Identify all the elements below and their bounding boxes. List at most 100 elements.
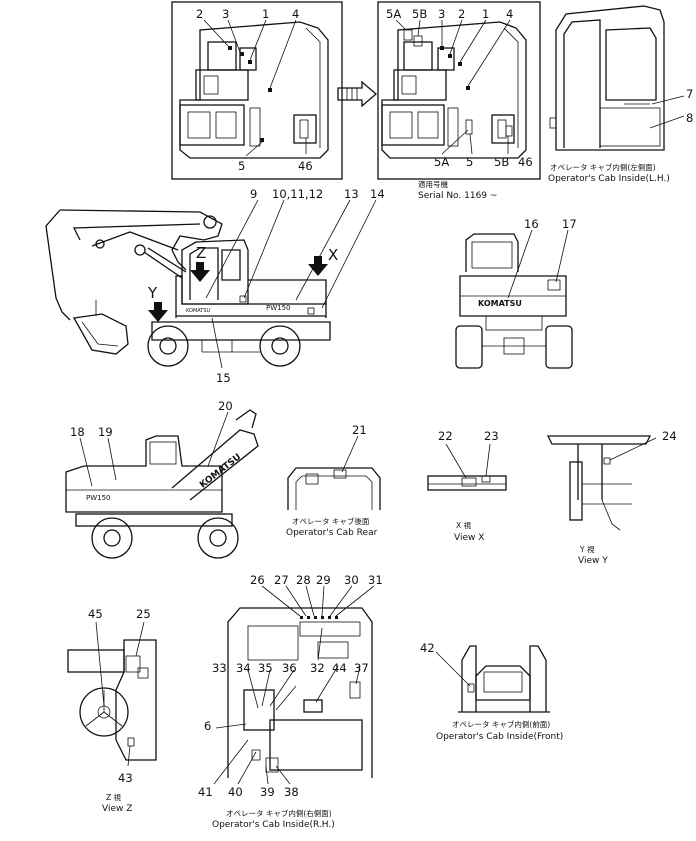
front-wheel [91,517,133,559]
upper-structure [175,275,327,305]
callout: 41 [198,785,213,799]
view-z-arrow-icon: Z [190,244,210,282]
callout: 10,11,12 [272,187,323,201]
callout: 17 [562,217,577,231]
cab-rear-view: 21 オペレータ キャブ後面 Operator's Cab Rear [286,423,381,538]
callout: 45 [88,607,103,621]
callout: 6 [204,719,211,733]
callout: 34 [236,661,251,675]
callout: 25 [136,607,151,621]
callout: 13 [344,187,359,201]
rear-wheel-right [545,325,573,369]
callout: 38 [284,785,299,799]
callout: 31 [368,573,383,587]
rear-wheel-left [455,325,483,369]
callout: 44 [332,661,347,675]
transition-arrow-icon [337,80,377,108]
callout: 43 [118,771,133,785]
cab-outline [381,21,527,159]
chassis [151,321,331,341]
view-z-column [115,639,157,761]
callout: 7 [686,87,693,101]
caption-jp: オペレータ キャブ内側(右側面) [226,808,332,818]
cab-rear-outline [287,467,381,510]
view-x-body [427,475,507,491]
callout: 46 [518,155,533,169]
cab-inside-lh-view: 7 8 オペレータ キャブ内側(左側面) Operator's Cab Insi… [548,5,693,184]
console [179,104,245,146]
caption: View X [454,533,484,543]
cab-inside-front-view: 42 オペレータ キャブ内側(前面) Operator's Cab Inside… [420,641,563,742]
caption: Operator's Cab Inside(L.H.) [548,174,670,184]
callout: 9 [250,187,257,201]
caption: Operator's Cab Inside(Front) [436,732,563,742]
callout: 26 [250,573,265,587]
callout: 5 [238,159,245,173]
svg-text:Z: Z [196,244,206,262]
rear-counterweight [459,275,567,317]
cab-pillar [305,27,321,148]
callout: 4 [506,7,513,21]
callout: 18 [70,425,85,439]
callout: 40 [228,785,243,799]
callout: 15 [216,371,231,385]
svg-text:Y: Y [147,284,158,302]
caption-jp: Z 視 [106,793,122,802]
callout: 42 [420,641,435,655]
callout: 37 [354,661,369,675]
caption: Operator's Cab Inside(R.H.) [212,820,335,830]
callout: 22 [438,429,453,443]
caption: View Y [578,556,608,566]
callout: 8 [686,111,693,125]
callout: 36 [282,661,297,675]
caption-jp: オペレータ キャブ後面 [292,516,370,526]
view-y-arrow-icon: Y [147,284,168,322]
rear-wheel [259,325,301,367]
rear-wheel [197,517,239,559]
brand-text: KOMATSU [198,452,243,490]
caption-jp: Y 視 [579,545,595,554]
callout: 2 [196,7,203,21]
callout: 33 [212,661,227,675]
bucket [72,313,129,355]
callout: 5B [494,155,509,169]
cab-lh-after-view: 5A 5B 3 2 1 4 5A 5 5B 46 適用号機 Serial No.… [377,1,541,201]
steering-wheel-icon [79,687,129,737]
upper-structure [65,435,223,513]
caption-jp: X 視 [456,521,472,530]
callout: 24 [662,429,677,443]
callout: 16 [524,217,539,231]
arm [45,209,71,321]
callout: 5 [466,155,473,169]
operator-seat [475,665,531,701]
callout: 2 [458,7,465,21]
brand-text: KOMATSU [186,308,211,314]
chassis [75,513,233,527]
serial-label: Serial No. 1169 ~ [418,191,497,201]
callout: 21 [352,423,367,437]
cab-lh-before-view: 2 3 1 4 5 46 [171,1,343,180]
callout: 32 [310,661,325,675]
view-z-console [67,649,125,673]
view-x-arrow-icon: X [308,246,338,276]
view-frame [377,1,541,180]
callout: 20 [218,399,233,413]
callout: 3 [438,7,445,21]
control-box [243,689,275,731]
serial-label-jp: 適用号機 [418,179,448,189]
cab-outline [179,21,329,159]
boom [171,429,259,501]
machine-side-rh-view: PW150 KOMATSU 18 19 20 [65,399,259,559]
callout: 30 [344,573,359,587]
front-wheel [147,325,189,367]
model-text: PW150 [86,494,111,502]
machine-side-view: KOMATSU PW150 Z Y X 9 10,11,12 13 [45,187,385,385]
callout: 46 [298,159,313,173]
callout: 4 [292,7,299,21]
caption-jp: オペレータ キャブ内側(左側面) [550,162,656,172]
callout: 5A [434,155,449,169]
brand-text: KOMATSU [478,299,522,308]
callout: 1 [262,7,269,21]
callout: 19 [98,425,113,439]
view-y: 24 Y 視 View Y [546,429,677,566]
